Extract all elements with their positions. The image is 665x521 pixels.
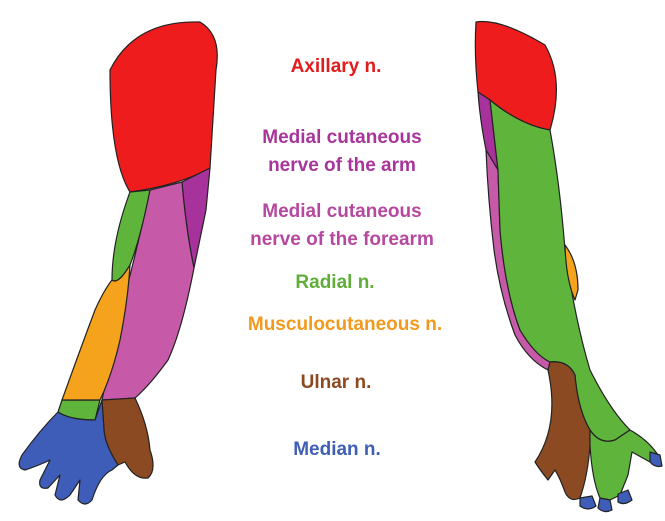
right-arm-median-fingertip-index <box>580 496 596 509</box>
right-arm-radial-hand-region <box>590 430 659 500</box>
right-arm <box>475 21 662 511</box>
label-medial-cutaneous-arm-line1: Medial cutaneous <box>262 127 421 148</box>
right-arm-median-fingertip-thumb <box>650 452 662 467</box>
left-arm-axillary-region <box>110 22 217 192</box>
label-axillary: Axillary n. <box>291 56 382 77</box>
label-medial-cutaneous-forearm-line1: Medial cutaneous <box>262 201 421 222</box>
right-arm-median-fingertip-middle <box>598 498 612 512</box>
nerve-labels: Axillary n. Medial cutaneous nerve of th… <box>248 56 442 460</box>
label-medial-cutaneous-arm-line2: nerve of the arm <box>268 155 416 176</box>
label-median: Median n. <box>293 439 381 460</box>
label-medial-cutaneous-forearm-line2: nerve of the forearm <box>250 229 434 250</box>
label-ulnar: Ulnar n. <box>301 372 372 393</box>
left-arm <box>19 22 217 504</box>
label-musculocutaneous: Musculocutaneous n. <box>248 314 442 335</box>
label-radial: Radial n. <box>295 272 374 293</box>
